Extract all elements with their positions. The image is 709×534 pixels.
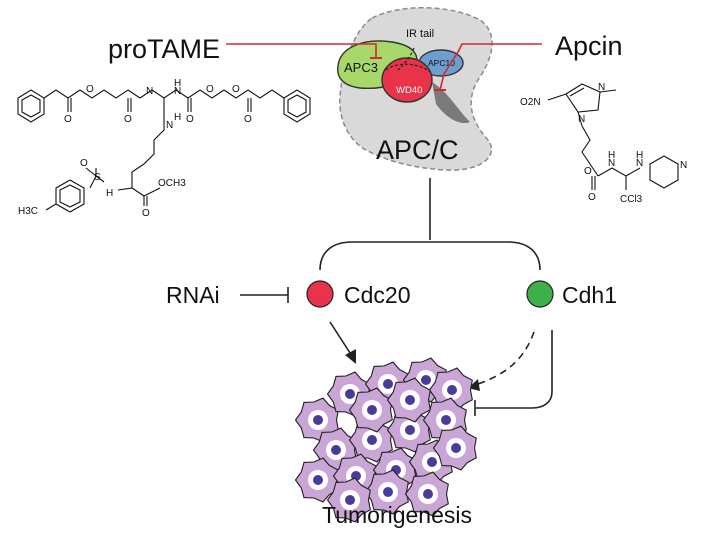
protame-och3: OCH3 bbox=[158, 178, 186, 189]
cell-nucleus bbox=[367, 405, 377, 415]
apc-complex-label: APC/C bbox=[376, 135, 459, 165]
cdc20-label: Cdc20 bbox=[344, 282, 410, 308]
apcin-n-3: N bbox=[608, 158, 615, 169]
tumor-cell bbox=[404, 471, 449, 517]
apc3-label: APC3 bbox=[344, 60, 378, 75]
cell-nucleus bbox=[447, 385, 457, 395]
cell-nucleus bbox=[421, 375, 431, 385]
protame-s: S bbox=[94, 172, 101, 183]
cdc20-dot bbox=[306, 280, 334, 308]
tumor-cell bbox=[348, 387, 393, 433]
cell-nucleus bbox=[313, 475, 323, 485]
protame-n-2: N bbox=[174, 86, 181, 97]
apc-complex: IR tail APC3 APC10 WD40 APC/C bbox=[337, 7, 493, 171]
apcin-ccl3: CCl3 bbox=[620, 194, 643, 205]
rnai-inhibition-arrow bbox=[240, 287, 289, 303]
cdh1-dashed-arrow bbox=[468, 331, 535, 391]
protame-o-2: O bbox=[86, 84, 94, 95]
apcin-n-5: N bbox=[680, 160, 687, 171]
apc10-label: APC10 bbox=[428, 58, 455, 68]
apcin-o-1: O bbox=[584, 166, 592, 177]
cdh1-label: Cdh1 bbox=[562, 282, 617, 308]
protame-h-3: H bbox=[106, 188, 113, 199]
rnai-label: RNAi bbox=[166, 282, 220, 308]
protame-o-8: O bbox=[80, 158, 88, 169]
inhibitor-lines bbox=[226, 43, 542, 91]
protame-h-1: H bbox=[174, 78, 181, 89]
tumor-cell-cluster bbox=[294, 357, 477, 523]
wd40-domain bbox=[381, 57, 433, 103]
cell-nucleus bbox=[345, 389, 355, 399]
wd40-label: WD40 bbox=[396, 85, 422, 96]
ir-tail-label: IR tail bbox=[406, 28, 434, 40]
cdc20-arrow bbox=[329, 321, 356, 364]
apcin-n-2: N bbox=[578, 114, 585, 125]
cell-nucleus bbox=[367, 435, 377, 445]
wd40-dashed-arc bbox=[385, 63, 431, 73]
tumor-cell bbox=[386, 407, 431, 453]
cdh1-dot bbox=[526, 280, 554, 308]
protame-n-1: N bbox=[146, 86, 153, 97]
cell-nucleus bbox=[383, 487, 393, 497]
protame-inhibition-line bbox=[226, 43, 377, 58]
cell-nucleus bbox=[427, 457, 437, 467]
protame-o-7: O bbox=[232, 84, 240, 95]
tumor-cell bbox=[364, 469, 409, 515]
tumor-cell bbox=[294, 457, 339, 503]
protame-h3c: H3C bbox=[18, 206, 38, 217]
cell-nucleus bbox=[423, 489, 433, 499]
cell-nucleus bbox=[451, 443, 461, 453]
apcin-o2n: O2N bbox=[520, 97, 541, 108]
apcin-n-4: N bbox=[636, 158, 643, 169]
tumorigenesis-label: Tumorigenesis bbox=[322, 502, 472, 528]
apcin-n-1: N bbox=[598, 82, 605, 93]
tumor-cell bbox=[432, 425, 477, 471]
apcin-h-2: H bbox=[636, 150, 643, 161]
cell-nucleus bbox=[345, 495, 355, 505]
cell-nucleus bbox=[331, 445, 341, 455]
apcin-inhibition-line bbox=[439, 43, 542, 91]
cell-nucleus bbox=[441, 415, 451, 425]
protame-n-3: N bbox=[166, 120, 173, 131]
cell-nucleus bbox=[383, 379, 393, 389]
protame-o-1: O bbox=[64, 114, 72, 125]
cdh1-inhibition-line bbox=[474, 330, 553, 416]
protame-o-6: O bbox=[244, 114, 252, 125]
cell-nucleus bbox=[313, 415, 323, 425]
protame-label: proTAME bbox=[108, 34, 220, 64]
protame-o-3: O bbox=[124, 114, 132, 125]
apcin-h-1: H bbox=[608, 150, 615, 161]
protame-h-2: H bbox=[174, 112, 181, 123]
branch-lines bbox=[319, 178, 541, 271]
protame-o-5: O bbox=[206, 84, 214, 95]
tumor-cell bbox=[386, 377, 431, 423]
apc-dark-groove bbox=[432, 82, 470, 124]
protame-o-4: O bbox=[186, 114, 194, 125]
apcin-structure: O2N N N O O H N H N N CCl3 bbox=[520, 82, 687, 205]
cell-nucleus bbox=[405, 425, 415, 435]
cell-nucleus bbox=[405, 395, 415, 405]
protame-o-9: O bbox=[142, 208, 150, 219]
ir-tail-line bbox=[397, 47, 415, 71]
apcin-label: Apcin bbox=[555, 31, 623, 61]
tumor-cell bbox=[348, 417, 393, 463]
protame-structure: O O O N H N O O O O H N S O O H OCH3 H3C bbox=[17, 78, 311, 219]
apcin-o-2: O bbox=[588, 192, 596, 203]
tumor-cell bbox=[326, 477, 371, 523]
